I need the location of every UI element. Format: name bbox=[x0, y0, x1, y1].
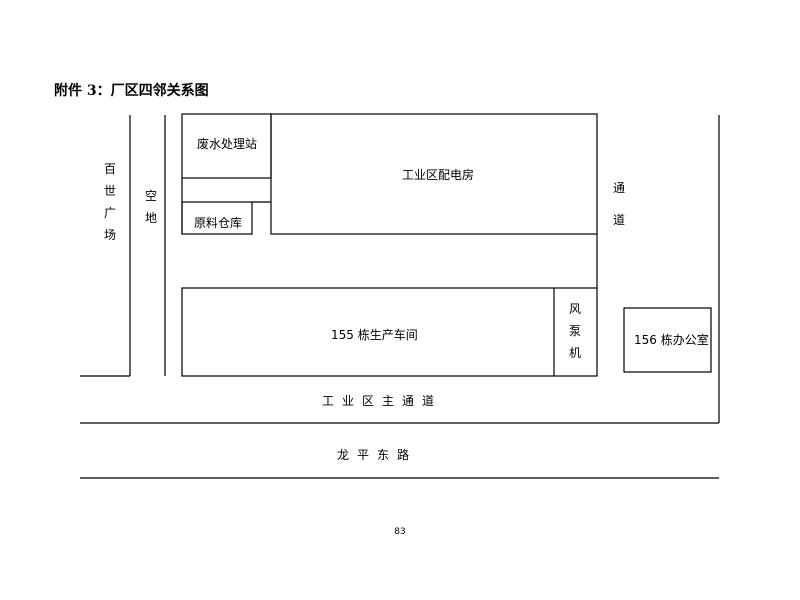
channel-label: 通道 bbox=[612, 181, 625, 227]
main-road-label: 工业区主通道 bbox=[322, 394, 443, 408]
plaza-label: 百世广场 bbox=[103, 162, 116, 242]
longping-road-label: 龙平东路 bbox=[337, 448, 418, 462]
fan-pump-label: 风泵机 bbox=[568, 302, 581, 360]
office-label: 156 栋办公室 bbox=[634, 333, 709, 347]
page-number: 83 bbox=[394, 527, 406, 537]
raw-material-label: 原料仓库 bbox=[194, 216, 243, 230]
distribution-room-label: 工业区配电房 bbox=[402, 168, 475, 182]
distribution-room-box bbox=[270, 113, 598, 235]
workshop-label: 155 栋生产车间 bbox=[331, 328, 418, 342]
vacant-label: 空地 bbox=[144, 189, 157, 225]
wastewater-station-label: 废水处理站 bbox=[197, 137, 258, 151]
office-box bbox=[623, 307, 712, 373]
page-title: 附件 3：厂区四邻关系图 bbox=[54, 83, 209, 99]
workshop-box bbox=[181, 287, 598, 377]
